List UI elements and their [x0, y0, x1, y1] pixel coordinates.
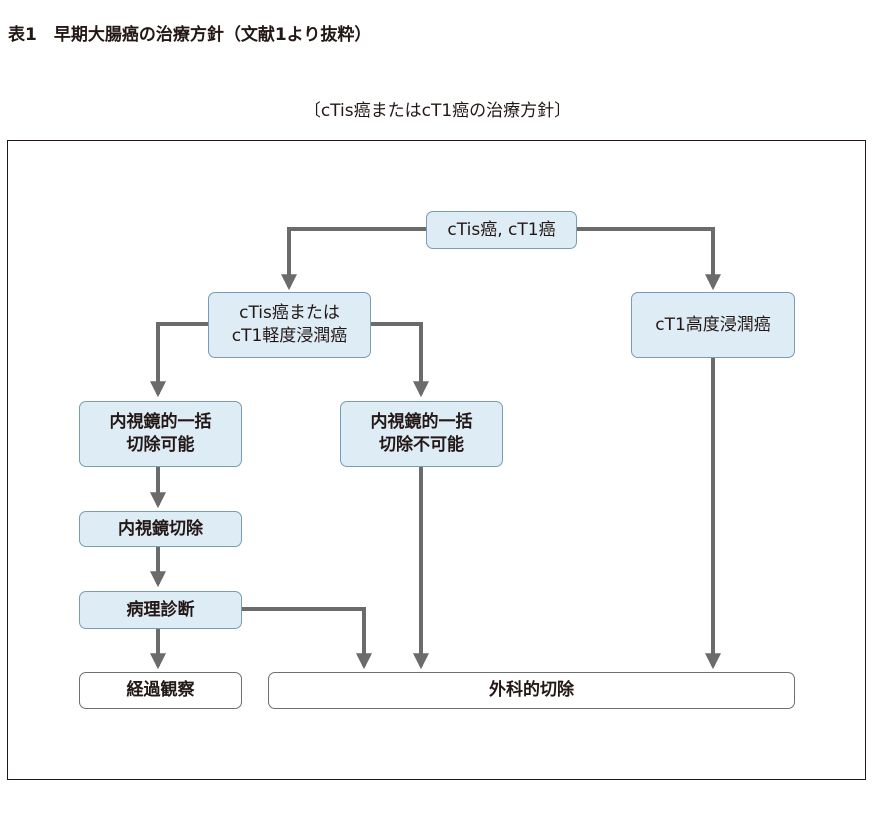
arrow-root-to-mild: [281, 227, 426, 291]
chart-title: 〔cTis癌またはcT1癌の治療方針〕: [303, 101, 572, 121]
arrow-root-to-deep: [577, 227, 721, 291]
arrow-mild-to-impossible: [371, 322, 429, 398]
node-mild-invasion: cTis癌または cT1軽度浸潤癌: [208, 292, 371, 358]
arrow-pathology-to-surgery: [241, 607, 372, 670]
node-en-bloc-impossible: 内視鏡的一括 切除不可能: [340, 401, 503, 467]
node-endoscopic-resection: 内視鏡切除: [79, 511, 242, 547]
node-en-bloc-possible: 内視鏡的一括 切除可能: [79, 401, 242, 467]
node-ctis-ct1-cancer: cTis癌, cT1癌: [426, 211, 577, 249]
node-deep-invasion: cT1高度浸潤癌: [631, 292, 795, 358]
node-surgical-resection: 外科的切除: [268, 672, 795, 709]
arrow-mild-to-possible: [150, 322, 208, 398]
table-title: 表1 早期大腸癌の治療方針（文献1より抜粋）: [8, 25, 372, 45]
node-follow-up-observation: 経過観察: [79, 672, 242, 709]
diagram-frame: [7, 140, 866, 780]
node-pathology: 病理診断: [79, 591, 242, 629]
